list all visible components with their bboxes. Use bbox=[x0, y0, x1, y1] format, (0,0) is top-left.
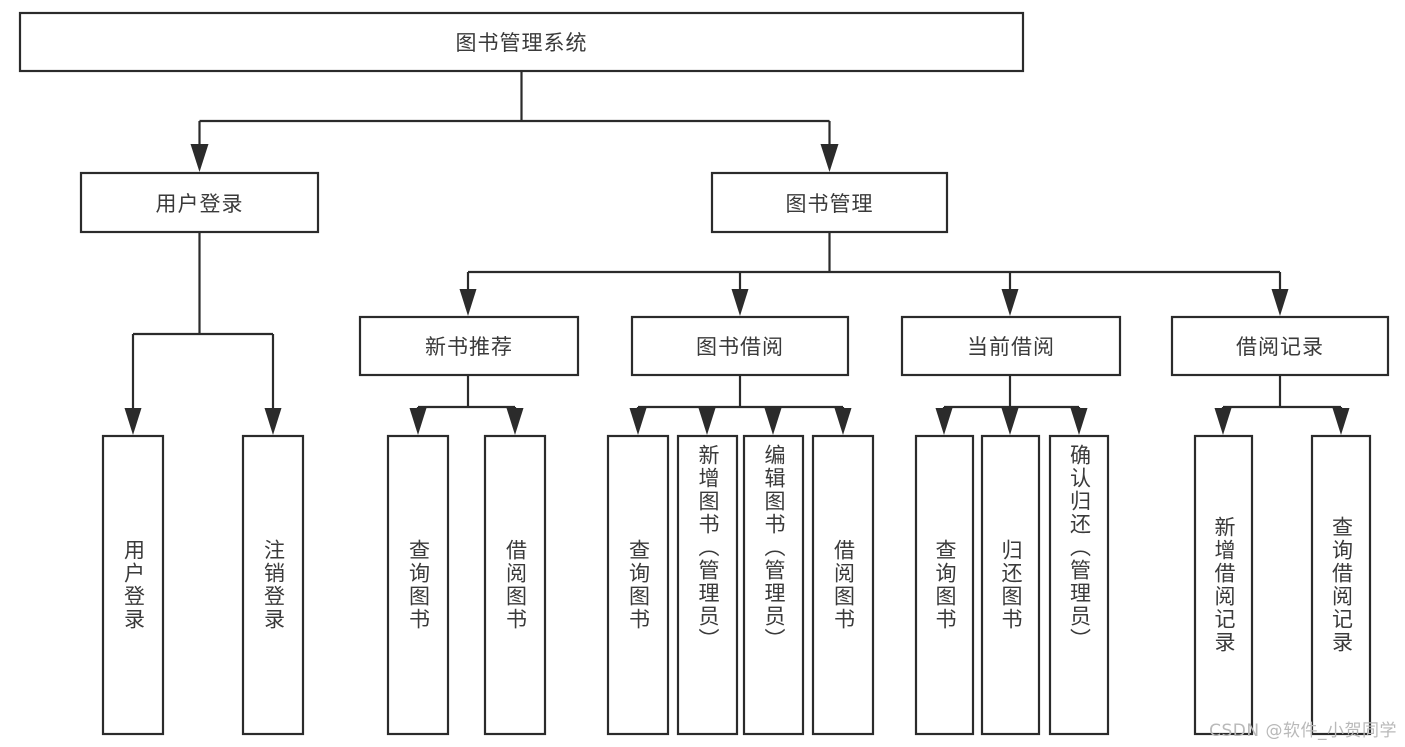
arrowhead-leaf-logout bbox=[264, 408, 282, 435]
node-box-leaf-borrow-book[interactable] bbox=[811, 434, 875, 736]
arrowhead-book-borrow bbox=[731, 289, 749, 316]
connector-group-root bbox=[190, 71, 839, 172]
node-box-leaf-edit-book-admin[interactable] bbox=[742, 434, 805, 736]
node-box-leaf-query-book-borrow[interactable] bbox=[606, 434, 670, 736]
node-box-leaf-query-borrow-record[interactable] bbox=[1310, 434, 1372, 736]
arrowhead-borrow-record bbox=[1271, 289, 1289, 316]
arrowhead-leaf-return-book bbox=[1001, 408, 1019, 435]
connector-group-book-borrow bbox=[629, 375, 852, 435]
arrowhead-leaf-user-login bbox=[124, 408, 142, 435]
node-box-root[interactable] bbox=[18, 11, 1025, 73]
node-box-current-borrow[interactable] bbox=[900, 315, 1122, 377]
node-box-leaf-confirm-return-admin[interactable] bbox=[1048, 434, 1110, 736]
node-box-leaf-add-book-admin[interactable] bbox=[676, 434, 739, 736]
arrowhead-user-login bbox=[190, 144, 209, 172]
node-box-book-borrow[interactable] bbox=[630, 315, 850, 377]
arrowhead-leaf-query-book-current bbox=[935, 408, 953, 435]
node-box-leaf-logout[interactable] bbox=[241, 434, 305, 736]
node-box-leaf-return-book[interactable] bbox=[980, 434, 1041, 736]
connector-group-borrow-record bbox=[1214, 375, 1350, 435]
node-box-leaf-borrow-book-new[interactable] bbox=[483, 434, 547, 736]
arrowhead-leaf-query-book-new bbox=[409, 408, 427, 435]
arrowhead-leaf-query-book-borrow bbox=[629, 408, 647, 435]
node-box-new-book-recommend[interactable] bbox=[358, 315, 580, 377]
arrowhead-leaf-query-borrow-record bbox=[1332, 408, 1350, 435]
connector-group-current-borrow bbox=[935, 375, 1088, 435]
arrowhead-leaf-add-borrow-record bbox=[1214, 408, 1232, 435]
arrowhead-new-book-recommend bbox=[459, 289, 477, 316]
connector-group-new-book-recommend bbox=[409, 375, 524, 435]
arrowhead-leaf-edit-book-admin bbox=[764, 408, 782, 435]
connector-group-user-login bbox=[124, 232, 282, 435]
node-box-borrow-record[interactable] bbox=[1170, 315, 1390, 377]
arrowhead-leaf-confirm-return-admin bbox=[1070, 408, 1088, 435]
node-box-leaf-query-book-current[interactable] bbox=[914, 434, 975, 736]
arrowhead-leaf-borrow-book bbox=[834, 408, 852, 435]
node-box-user-login[interactable] bbox=[79, 171, 320, 234]
node-box-leaf-user-login[interactable] bbox=[101, 434, 165, 736]
connector-group-book-management bbox=[459, 232, 1289, 316]
node-box-leaf-query-book-new[interactable] bbox=[386, 434, 450, 736]
node-box-leaf-add-borrow-record[interactable] bbox=[1193, 434, 1254, 736]
node-box-book-management[interactable] bbox=[710, 171, 949, 234]
arrowhead-leaf-borrow-book-new bbox=[506, 408, 524, 435]
arrowhead-leaf-add-book-admin bbox=[698, 408, 716, 435]
arrowhead-book-management bbox=[820, 144, 839, 172]
arrowhead-current-borrow bbox=[1001, 289, 1019, 316]
